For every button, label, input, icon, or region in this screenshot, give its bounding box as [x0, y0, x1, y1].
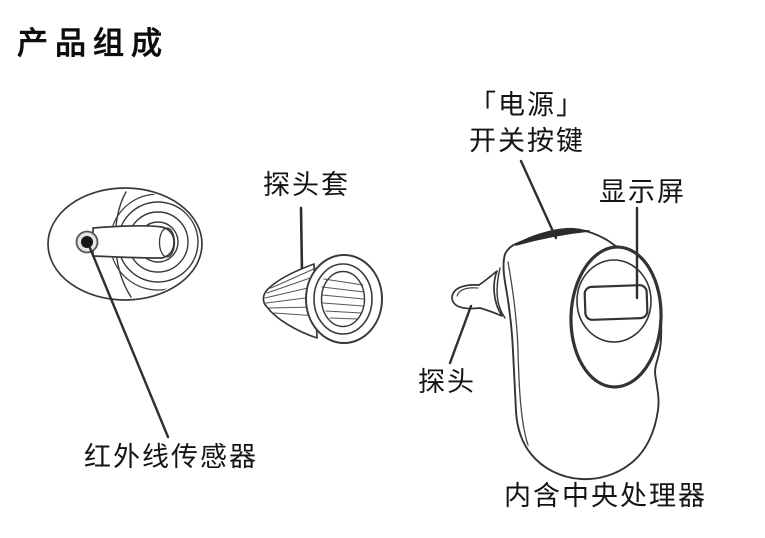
sensor-head-illustration	[47, 187, 203, 439]
thermometer-probe-tip-line	[456, 287, 479, 297]
label-power-line2: 开关按键	[469, 125, 585, 156]
leader-line-ir-sensor	[88, 246, 170, 439]
label-display: 显示屏	[599, 177, 686, 207]
label-cpu: 内含中央处理器	[504, 481, 707, 511]
page-title: 产品组成	[17, 26, 169, 61]
probe-cover-ring-mid	[313, 263, 373, 335]
thermometer-probe-outline	[451, 270, 503, 317]
label-probe-cover: 探头套	[263, 170, 350, 200]
leader-line-probe	[448, 304, 473, 365]
thermometer-probe	[451, 267, 506, 319]
ir-sensor-dot	[81, 236, 93, 248]
label-ir-sensor: 红外线传感器	[84, 442, 258, 472]
label-probe: 探头	[418, 367, 476, 397]
leader-line-power-button	[519, 159, 558, 240]
sensor-probe-cap	[158, 227, 176, 258]
probe-cover-ring-outer	[305, 254, 383, 344]
probe-cover-illustration	[262, 206, 383, 344]
thermometer-body-accent-line	[507, 261, 529, 446]
display-bezel-inner	[576, 259, 652, 343]
probe-cover-thread-lines	[321, 278, 365, 320]
display-screen	[583, 284, 649, 321]
probe-cover-cone	[262, 263, 318, 339]
label-power-button: 「电源」 开关按键	[462, 88, 592, 159]
thermometer-illustration	[448, 159, 663, 481]
thermometer-probe-collar-line	[496, 267, 506, 319]
label-power-line1: 「电源」	[469, 90, 585, 120]
leader-line-probe-cover	[299, 206, 304, 275]
